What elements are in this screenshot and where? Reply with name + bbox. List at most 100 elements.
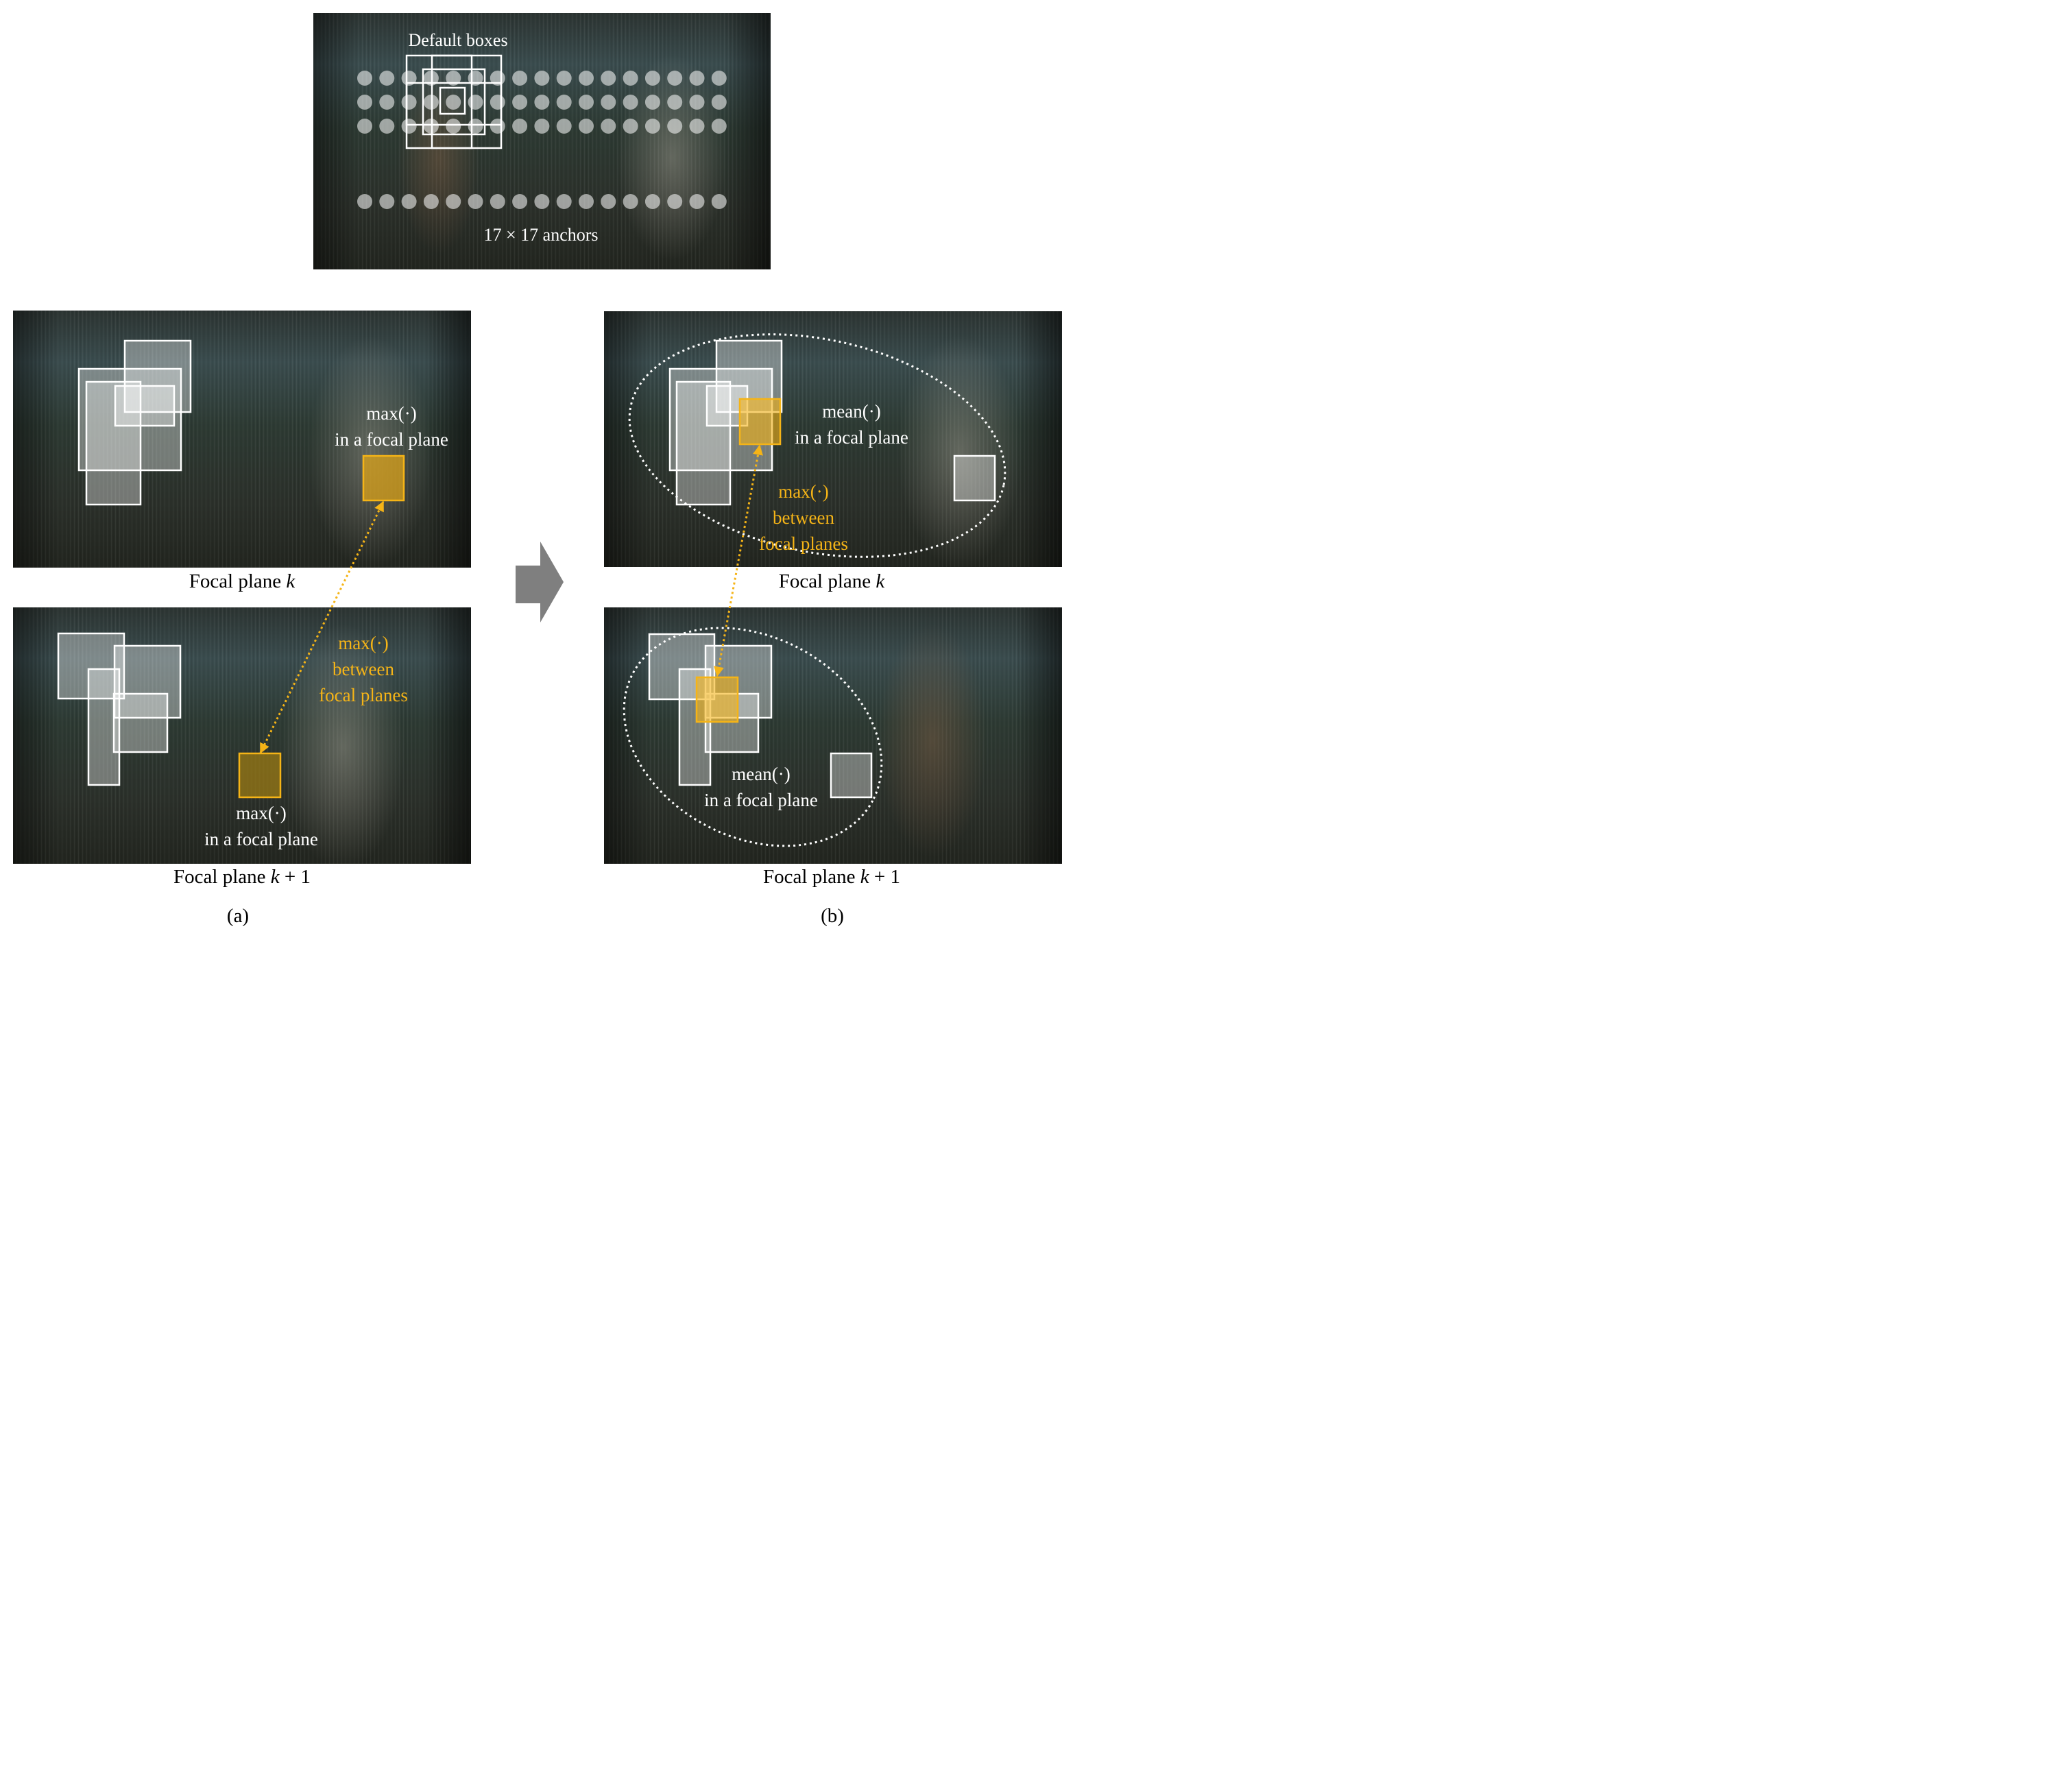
anchor-dot [579,194,594,209]
anchor-dot [446,71,461,86]
anchor-dot [689,95,705,110]
anchor-dot [401,95,417,110]
anchor-dot [423,194,439,209]
anchor-dot-grid [357,71,727,209]
anchor-dot [357,71,372,86]
anchor-dot [644,95,660,110]
anchor-dot [601,119,616,134]
anchor-dot [534,95,550,110]
anchor-dot [644,71,660,86]
anchor-dot [534,119,550,134]
candidate-box [953,455,996,502]
candidate-box [57,632,125,700]
right-arrow-icon [516,542,564,622]
between-label: between [333,659,394,679]
anchor-dot [556,95,572,110]
in-focal-plane-label: in a focal plane [204,829,318,849]
anchor-dot [534,71,550,86]
anchor-dot [711,71,727,86]
default-boxes-label: Default boxes [408,30,507,50]
panel-a-plane-k-scene [13,311,471,569]
anchor-dot [711,95,727,110]
candidate-box [830,752,873,799]
panel-b-k-candidate-boxes [668,339,996,506]
anchor-dot [379,71,395,86]
focal-planes-label: focal planes [759,533,848,554]
anchor-dot [579,71,594,86]
panel-a-plane-k1-scene [13,607,471,871]
in-focal-plane-label: in a focal plane [704,790,818,810]
anchor-dot [379,119,395,134]
anchor-dot [689,71,705,86]
panel-a-k-candidate-boxes [77,339,192,506]
caption-b-k: Focal plane k [779,570,886,592]
anchor-dot [601,194,616,209]
anchor-dot [490,119,505,134]
figure: Default boxes 17 × 17 anchors max(·) in … [13,13,1062,927]
anchor-dot [512,95,528,110]
max-label: max(·) [236,803,286,823]
anchor-dot [623,194,638,209]
between-max-label: max(·) [778,481,828,502]
anchor-dot [556,194,572,209]
caption-b-k1: Focal plane k + 1 [763,866,900,888]
anchor-dot [468,119,483,134]
max-selected-box [738,398,782,446]
default-box [431,54,473,149]
anchor-dot [357,194,372,209]
between-max-label: max(·) [338,633,388,653]
caption-a-k: Focal plane k [189,570,296,592]
anchor-dot [512,194,528,209]
anchor-dot [379,95,395,110]
anchor-dot [357,119,372,134]
between-planes-arrow [714,444,763,677]
candidate-box [112,692,169,753]
anchor-dot [579,95,594,110]
anchor-dot [623,95,638,110]
anchor-dot [490,95,505,110]
max-selected-box [238,752,282,799]
anchor-dot [357,95,372,110]
anchor-dot [579,119,594,134]
anchor-dot [446,95,461,110]
anchor-dot [468,194,483,209]
anchor-dot [644,194,660,209]
candidate-box [113,644,182,719]
anchor-dot [401,194,417,209]
anchor-dot [512,119,528,134]
default-box [422,68,486,136]
anchor-dot [401,71,417,86]
anchor-dot [468,95,483,110]
anchor-dot [667,95,683,110]
anchor-dot [711,194,727,209]
anchor-dot [556,71,572,86]
anchor-dot [401,119,417,134]
max-selected-box [362,455,405,502]
default-box [405,82,503,126]
in-focal-plane-label: in a focal plane [795,427,908,448]
mean-label: mean(·) [822,401,880,422]
anchor-dot [512,71,528,86]
anchor-dot [490,194,505,209]
anchor-dot [667,71,683,86]
candidate-box [114,385,176,427]
anchors-label: 17 × 17 anchors [483,225,598,245]
between-label: between [773,507,834,528]
anchor-dot [689,194,705,209]
between-planes-arrow [259,500,385,754]
candidate-box [123,339,192,413]
anchor-dot [446,194,461,209]
max-label: max(·) [366,403,416,424]
default-boxes-group [405,54,503,149]
anchor-dot [667,194,683,209]
panel-b-label: (b) [821,905,844,927]
anchor-dot [623,119,638,134]
top-scene-panel [313,13,771,269]
anchor-dot [601,71,616,86]
anchor-dot [667,119,683,134]
anchor-dot [711,119,727,134]
anchor-dot [556,119,572,134]
panel-b-plane-k-scene [604,311,1062,569]
caption-a-k1: Focal plane k + 1 [173,866,311,888]
candidate-box [85,380,142,506]
